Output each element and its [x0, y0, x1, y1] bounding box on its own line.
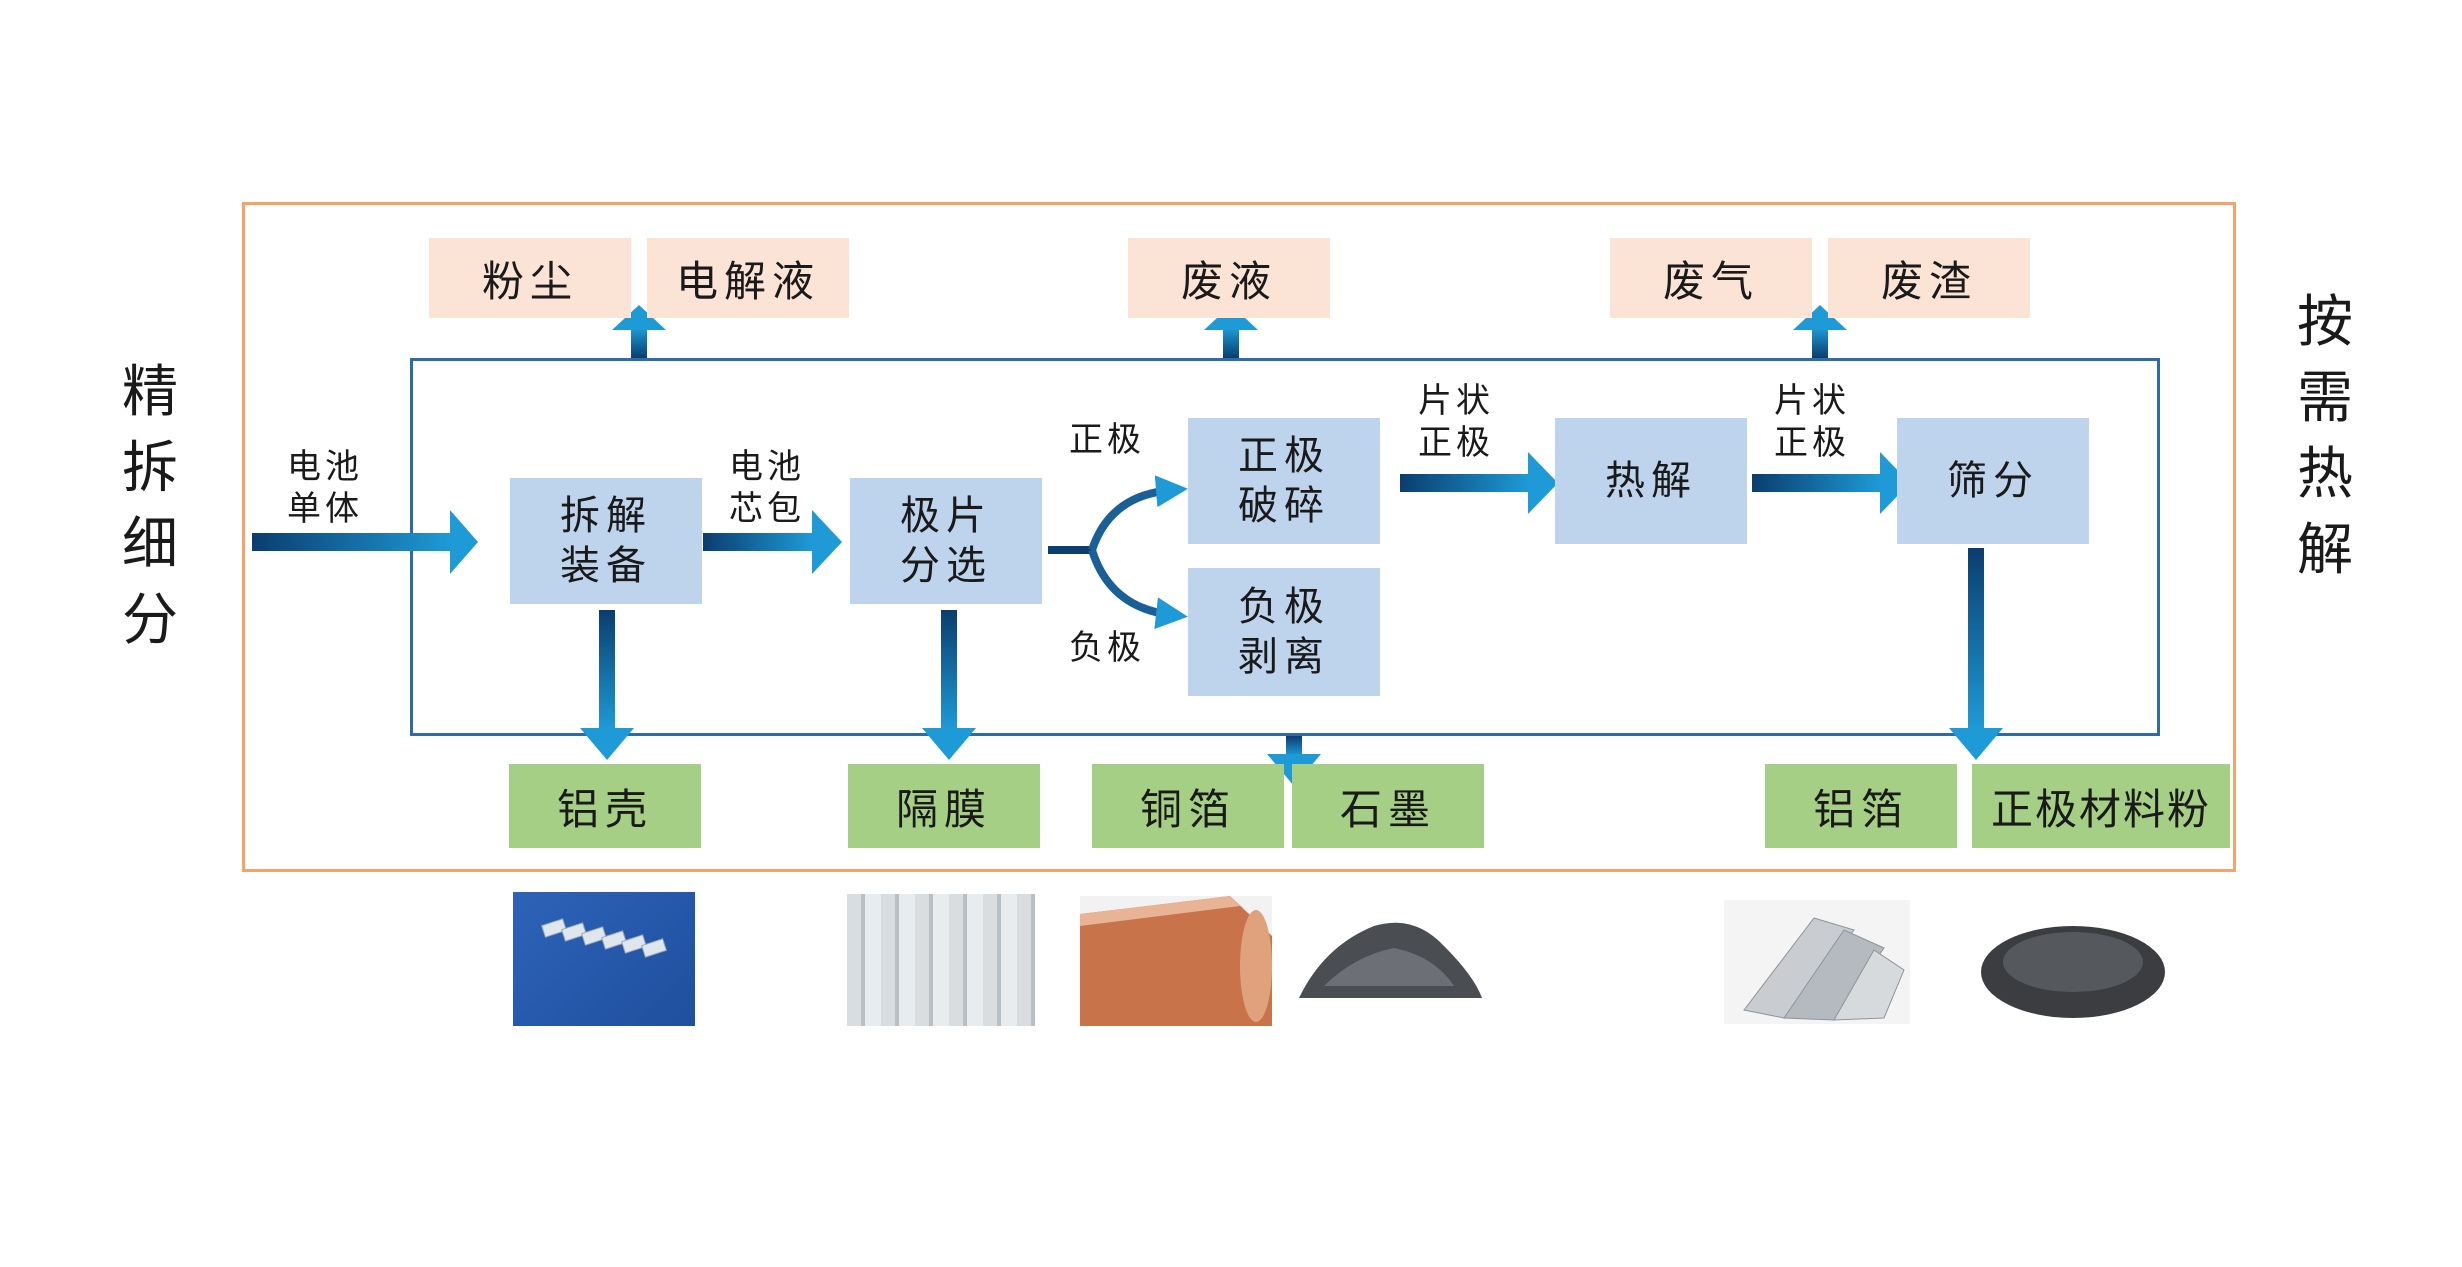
- product-separator: 隔膜: [848, 764, 1040, 848]
- photo-cu-foil: [1080, 896, 1272, 1026]
- waste-liquid: 废液: [1128, 238, 1330, 318]
- waste-slag: 废渣: [1828, 238, 2030, 318]
- product-cu-foil: 铜箔: [1092, 764, 1284, 848]
- label-flake-positive-1: 片状 正极: [1418, 381, 1494, 463]
- waste-dust: 粉尘: [429, 238, 631, 318]
- label-battery-cell: 电池 单体: [287, 447, 363, 529]
- arrow-down-al-foil: [1949, 548, 2003, 760]
- product-al-shell: 铝壳: [509, 764, 701, 848]
- waste-electrolyte: 电解液: [647, 238, 849, 318]
- photo-al-foil: [1724, 900, 1910, 1024]
- photo-al-shell: [513, 892, 695, 1026]
- arrow-disassembly-to-sorting: [703, 510, 842, 574]
- arrow-branch-split: [1048, 475, 1188, 630]
- process-sorting: 极片 分选: [850, 478, 1042, 604]
- product-graphite: 石墨: [1292, 764, 1484, 848]
- process-sieving: 筛分: [1897, 418, 2089, 544]
- photo-separator: [847, 894, 1035, 1026]
- arrow-crush-to-pyrolysis: [1400, 452, 1558, 514]
- process-disassembly: 拆解 装备: [510, 478, 702, 604]
- arrow-down-al-shell: [580, 610, 634, 760]
- arrow-input: [252, 510, 478, 574]
- right-side-caption: 按 需 热 解: [2297, 290, 2353, 583]
- arrow-up-waste-gas: [1793, 305, 1847, 358]
- process-pyrolysis: 热解: [1555, 418, 1747, 544]
- photo-graphite: [1294, 906, 1484, 1006]
- process-positive-crush: 正极 破碎: [1188, 418, 1380, 544]
- label-positive: 正极: [1069, 420, 1145, 460]
- product-al-foil: 铝箔: [1765, 764, 1957, 848]
- arrow-pyrolysis-to-sieving: [1752, 452, 1910, 514]
- label-negative: 负极: [1069, 628, 1145, 668]
- label-flake-positive-2: 片状 正极: [1774, 381, 1850, 463]
- arrow-up-dust: [612, 305, 666, 358]
- left-side-caption: 精 拆 细 分: [122, 360, 178, 653]
- photo-cathode-powder: [1975, 900, 2171, 1024]
- process-negative-strip: 负极 剥离: [1188, 568, 1380, 696]
- label-battery-core: 电池 芯包: [729, 447, 805, 529]
- product-cathode-powder: 正极材料粉: [1972, 764, 2230, 848]
- arrow-down-separator: [922, 610, 976, 760]
- outer-frame: [242, 202, 2236, 872]
- waste-gas: 废气: [1610, 238, 1812, 318]
